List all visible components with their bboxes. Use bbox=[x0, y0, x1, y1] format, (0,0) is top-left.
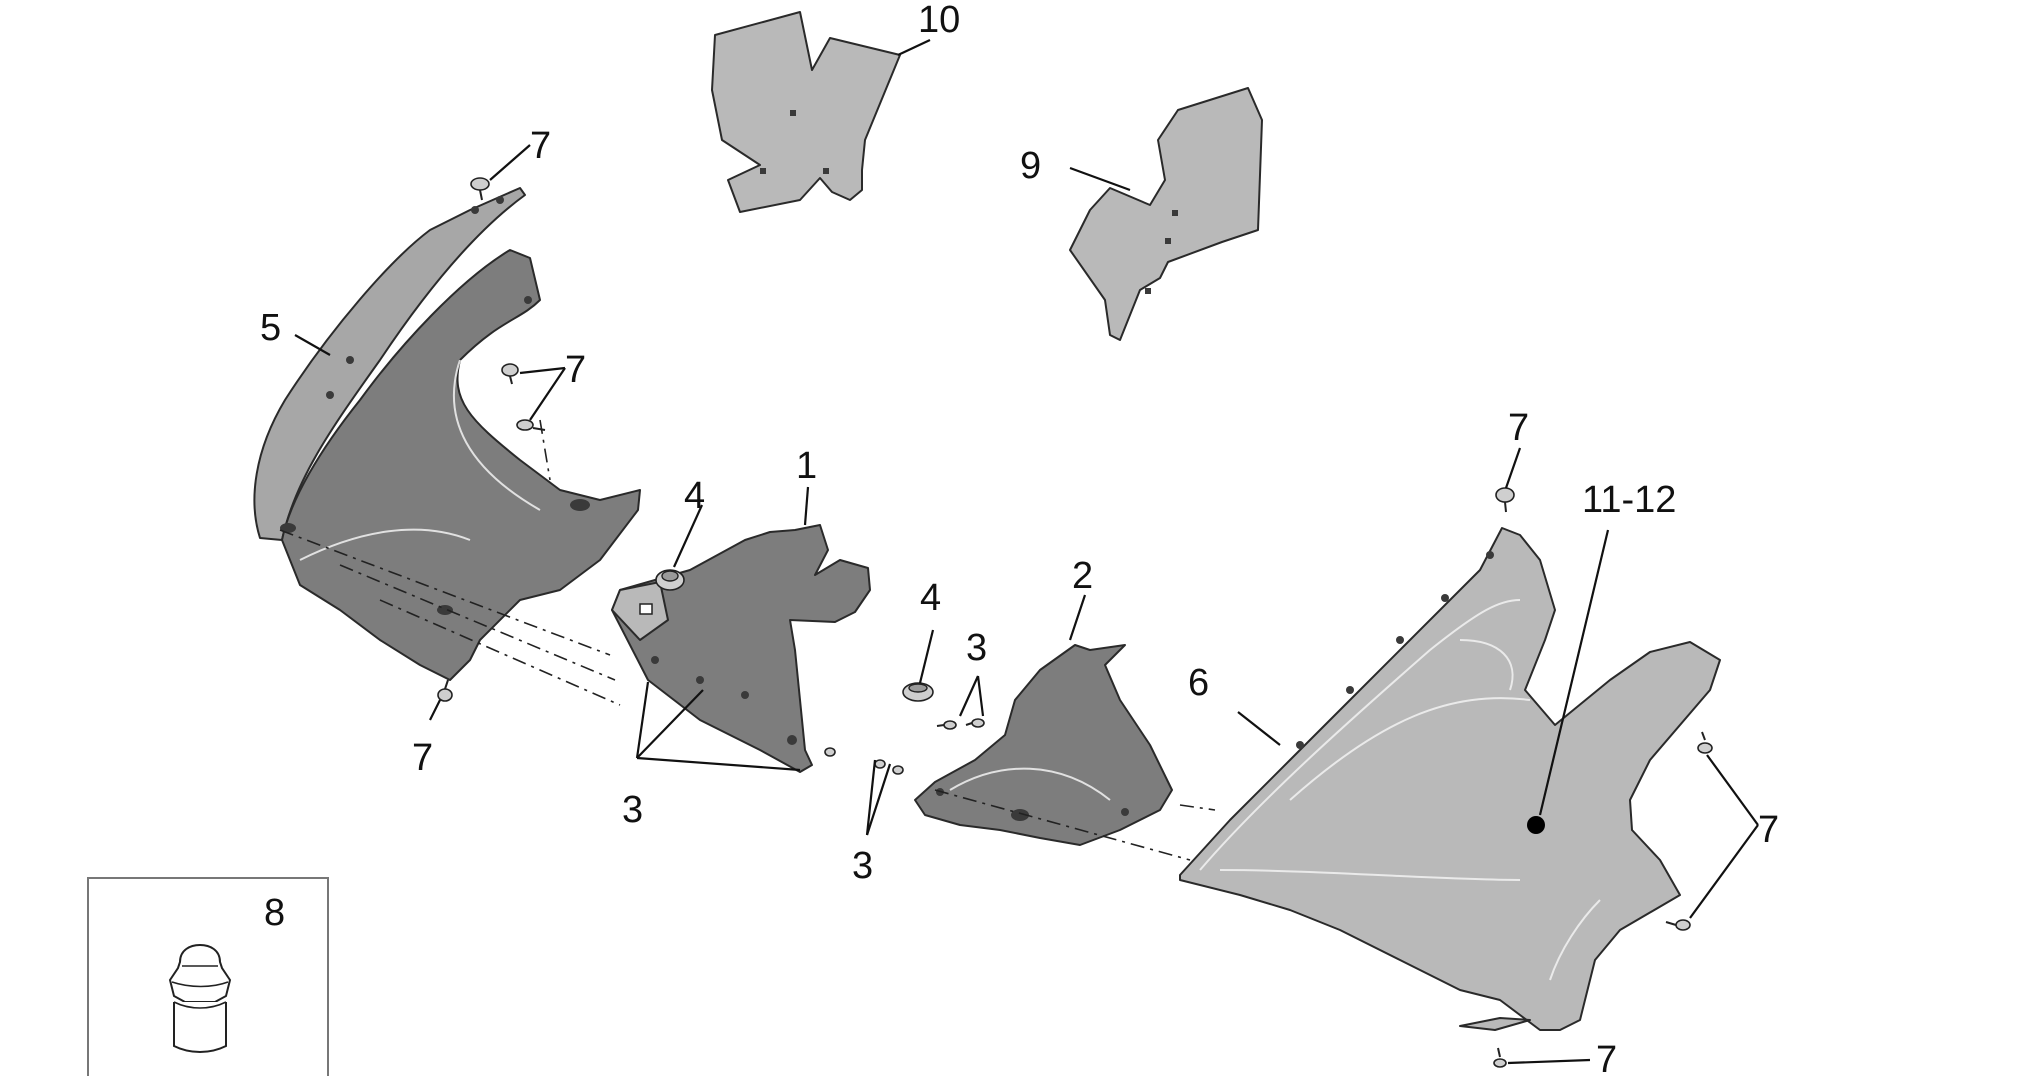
callout-9: 9 bbox=[1020, 145, 1041, 187]
screw-icon bbox=[437, 679, 453, 702]
callout-3-left: 3 bbox=[622, 789, 643, 831]
screw-icon bbox=[936, 720, 957, 730]
part-4-grommet-upper bbox=[655, 569, 685, 591]
callout-1: 1 bbox=[796, 445, 817, 487]
callout-7-top-left: 7 bbox=[530, 125, 551, 167]
callout-2: 2 bbox=[1072, 555, 1093, 597]
part-4-grommet-lower bbox=[902, 682, 934, 702]
callout-3-upper-mid: 3 bbox=[966, 627, 987, 669]
screw-icon bbox=[1493, 1047, 1507, 1068]
part-2-center-cover bbox=[914, 644, 1173, 846]
callout-labels: 10 9 7 5 7 7 4 1 3 4 3 3 2 6 7 11-12 7 7… bbox=[260, 0, 1779, 1076]
callout-8: 8 bbox=[264, 892, 285, 934]
part-1-inner-panel bbox=[611, 524, 871, 773]
callout-10: 10 bbox=[918, 0, 960, 41]
screw-icon bbox=[824, 747, 836, 757]
part-8-inset bbox=[87, 877, 329, 1076]
callout-7-top-right: 7 bbox=[1508, 407, 1529, 449]
callout-11-12: 11-12 bbox=[1582, 479, 1676, 521]
screw-icon bbox=[1665, 919, 1691, 931]
screw-icon bbox=[874, 759, 886, 769]
screw-icon bbox=[501, 363, 519, 385]
part-10-heat-shield bbox=[711, 11, 901, 213]
callout-7-left-mid: 7 bbox=[565, 349, 586, 391]
part-6-belly-pan bbox=[1179, 527, 1721, 1031]
callout-7-bottom: 7 bbox=[1596, 1039, 1617, 1076]
callout-6: 6 bbox=[1188, 662, 1209, 704]
callout-4-upper: 4 bbox=[684, 475, 705, 517]
part-5-left-fairing bbox=[253, 187, 641, 681]
screw-icon bbox=[1697, 731, 1713, 754]
callout-7-left-bottom: 7 bbox=[412, 737, 433, 779]
callout-7-right: 7 bbox=[1758, 809, 1779, 851]
callout-4-lower: 4 bbox=[920, 577, 941, 619]
screw-icon bbox=[470, 177, 490, 201]
screws bbox=[437, 177, 1713, 1068]
inset-frame bbox=[87, 877, 329, 1076]
callout-5: 5 bbox=[260, 307, 281, 349]
callout-3-lower-mid: 3 bbox=[852, 845, 873, 887]
screw-icon bbox=[1495, 487, 1515, 513]
screw-icon bbox=[965, 718, 985, 728]
screw-icon bbox=[516, 419, 546, 431]
leader-lines bbox=[294, 39, 1759, 1065]
screw-icon bbox=[892, 765, 904, 775]
rubber-bumper-icon bbox=[168, 943, 232, 1053]
part-9-heat-shield bbox=[1069, 87, 1263, 341]
